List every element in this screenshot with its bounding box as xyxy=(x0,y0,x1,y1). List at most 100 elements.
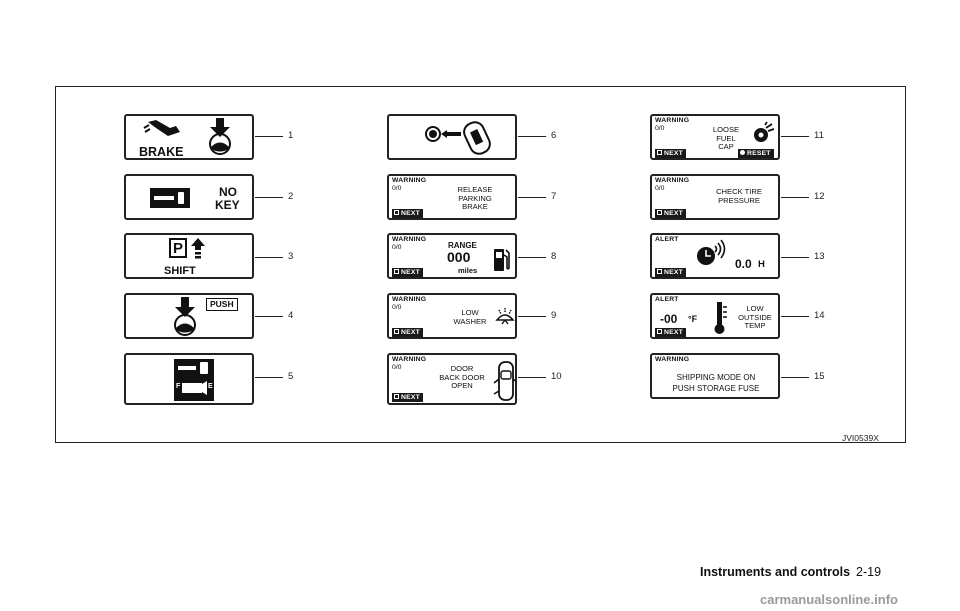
callout-line xyxy=(518,377,546,378)
warning-count: 0/0 xyxy=(655,185,665,192)
panel-shipping-mode: WARNING SHIPPING MODE ON PUSH STORAGE FU… xyxy=(650,353,780,399)
range-unit: miles xyxy=(458,266,478,275)
message-line: CHECK TIRE xyxy=(716,187,762,196)
panel-low-fuel-range: WARNING 0/0 RANGE 000 miles NEXT xyxy=(387,233,517,279)
callout-line xyxy=(255,136,283,137)
next-button[interactable]: NEXT xyxy=(392,328,423,337)
callout-line xyxy=(255,377,283,378)
watermark: carmanualsonline.info xyxy=(760,592,898,607)
warning-message: LOW OUTSIDE TEMP xyxy=(732,304,778,331)
callout-number: 7 xyxy=(551,191,557,202)
message-line: LOW xyxy=(461,308,479,317)
warning-header: WARNING xyxy=(392,356,427,363)
warning-count: 0/0 xyxy=(392,364,402,371)
panel-low-outside-temp: ALERT -00 °F LOW OUTSIDE TEMP NEXT xyxy=(650,293,780,339)
message-line: WASHER xyxy=(453,316,487,326)
warning-message: CHECK TIRE PRESSURE xyxy=(706,187,772,205)
washer-fluid-icon xyxy=(495,308,515,325)
callout-number: 11 xyxy=(814,130,824,141)
message-line: PARKING xyxy=(458,193,492,203)
message-line: OPEN xyxy=(451,381,473,391)
push-button-icon xyxy=(209,118,231,155)
panel-no-key-warning: NO KEY xyxy=(124,174,254,220)
message-line: LOOSE xyxy=(712,125,740,134)
fuel-full-letter: F xyxy=(176,383,181,390)
callout-number: 8 xyxy=(551,251,557,262)
warning-header: WARNING xyxy=(392,296,427,303)
warning-message: LOW WASHER xyxy=(447,308,493,326)
callout-number: 12 xyxy=(814,191,825,202)
callout-line xyxy=(255,257,283,258)
key-icon xyxy=(150,188,190,208)
callout-number: 10 xyxy=(551,371,562,382)
panel-low-washer: WARNING 0/0 LOW WASHER NEXT xyxy=(387,293,517,339)
panel-push-ignition: PUSH xyxy=(124,293,254,339)
callout-line xyxy=(255,316,283,317)
fuel-empty-letter: E xyxy=(208,383,213,390)
next-button[interactable]: NEXT xyxy=(392,268,423,277)
callout-number: 2 xyxy=(288,191,294,202)
panel-key-battery: F E xyxy=(124,353,254,405)
warning-header: WARNING xyxy=(392,236,427,243)
warning-message: SHIPPING MODE ON PUSH STORAGE FUSE xyxy=(654,372,778,394)
push-button-icon xyxy=(174,297,196,336)
callout-number: 9 xyxy=(551,310,557,321)
temp-unit: °F xyxy=(688,314,698,324)
alert-header: ALERT xyxy=(655,296,679,303)
footer-section-title: Instruments and controls xyxy=(700,565,851,579)
message-line: FUEL xyxy=(716,133,736,143)
callout-line xyxy=(518,197,546,198)
warning-message: RELEASE PARKING BRAKE xyxy=(445,185,505,212)
next-button[interactable]: NEXT xyxy=(392,393,423,402)
panel-alert-timer: ALERT 0.0 H NEXT xyxy=(650,233,780,279)
next-button[interactable]: NEXT xyxy=(655,328,686,337)
range-label: RANGE xyxy=(448,241,477,250)
range-value: 000 xyxy=(447,249,471,265)
callout-number: 13 xyxy=(814,251,825,262)
thermometer-icon xyxy=(714,302,727,334)
callout-line xyxy=(518,136,546,137)
next-button[interactable]: NEXT xyxy=(392,209,423,218)
warning-header: WARNING xyxy=(655,117,690,124)
warning-count: 0/0 xyxy=(655,125,665,132)
callout-line xyxy=(781,377,809,378)
reset-button[interactable]: RESET xyxy=(738,149,774,158)
warning-header: WARNING xyxy=(392,177,427,184)
footer-page-number: 2-19 xyxy=(856,565,882,579)
panel-door-open: WARNING 0/0 DOOR BACK DOOR OPEN NEXT xyxy=(387,353,517,405)
message-line: LOW xyxy=(746,304,764,313)
car-door-icon xyxy=(493,361,515,401)
message-line: TEMP xyxy=(744,321,766,331)
timer-unit: H xyxy=(758,259,765,270)
callout-number: 6 xyxy=(551,130,557,141)
panel-check-tire-pressure: WARNING 0/0 CHECK TIRE PRESSURE NEXT xyxy=(650,174,780,220)
park-p-box: P xyxy=(169,238,187,258)
next-button[interactable]: NEXT xyxy=(655,149,686,158)
alert-header: ALERT xyxy=(655,236,679,243)
warning-count: 0/0 xyxy=(392,244,402,251)
no-label: NO xyxy=(219,185,237,199)
callout-number: 14 xyxy=(814,310,825,321)
next-button[interactable]: NEXT xyxy=(655,209,686,218)
panel-brake-warning: BRAKE xyxy=(124,114,254,160)
message-line: OUTSIDE xyxy=(738,312,772,322)
panel-loose-fuel-cap: WARNING 0/0 LOOSE FUEL CAP NEXT RESET xyxy=(650,114,780,160)
warning-header: WARNING xyxy=(655,356,690,363)
callout-line xyxy=(781,257,809,258)
timer-value: 0.0 xyxy=(735,257,752,271)
callout-line xyxy=(518,316,546,317)
callout-number: 15 xyxy=(814,371,825,382)
message-line: RELEASE xyxy=(457,185,493,194)
message-line: SHIPPING MODE ON xyxy=(676,373,756,382)
fuel-cap-icon xyxy=(754,121,775,142)
message-line: PRESSURE xyxy=(718,195,760,205)
next-button[interactable]: NEXT xyxy=(655,268,686,277)
message-line: DOOR xyxy=(450,364,474,373)
figure-frame xyxy=(55,86,906,443)
panel-shift-park-warning: P SHIFT xyxy=(124,233,254,279)
key-label: KEY xyxy=(215,198,240,212)
figure-code: JVI0539X xyxy=(842,433,879,443)
timer-alarm-icon xyxy=(697,239,726,265)
key-to-fob-icon xyxy=(425,121,491,155)
warning-count: 0/0 xyxy=(392,304,402,311)
